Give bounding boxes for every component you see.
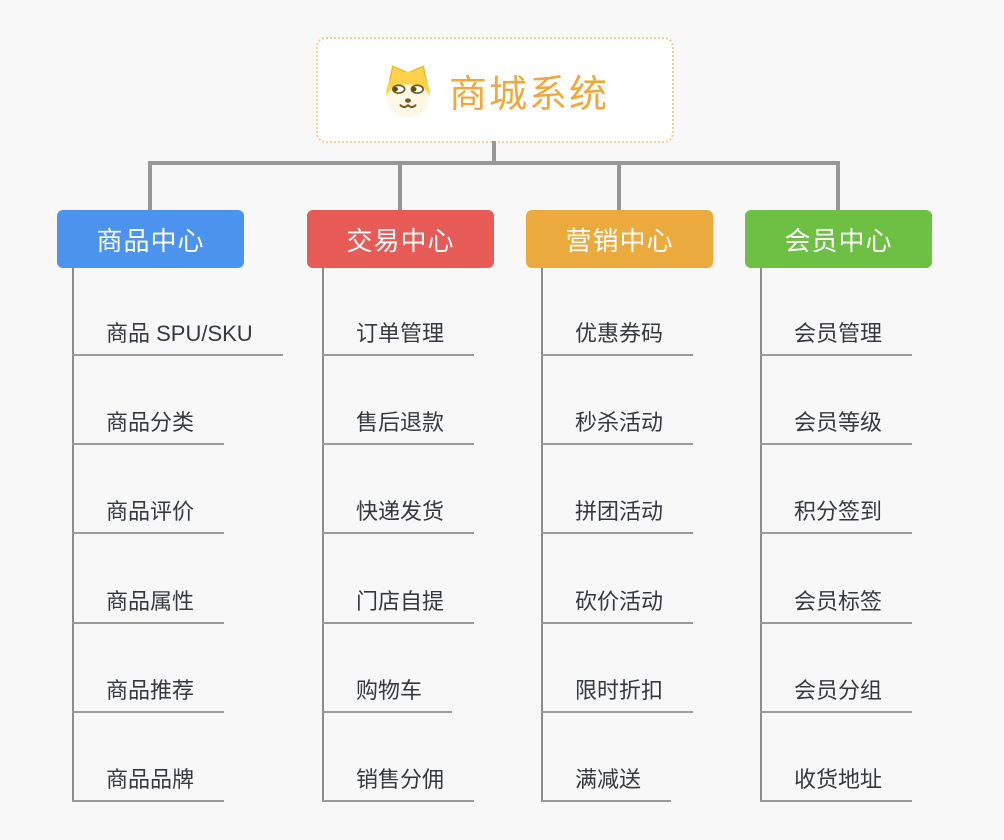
leaf-node[interactable]: 商品品牌: [72, 765, 225, 802]
tree-trunk-line: [72, 268, 74, 802]
branch-node-marketing-center[interactable]: 营销中心: [526, 210, 713, 268]
leaf-node[interactable]: 满减送: [541, 765, 672, 802]
leaf-node[interactable]: 快递发货: [322, 497, 475, 534]
leaf-node[interactable]: 会员标签: [760, 587, 913, 624]
leaf-node[interactable]: 优惠券码: [541, 319, 694, 356]
leaf-node[interactable]: 订单管理: [322, 319, 475, 356]
connector-drop-product: [148, 161, 152, 210]
leaf-node[interactable]: 商品属性: [72, 587, 225, 624]
children-column-marketing: 优惠券码 秒杀活动 拼团活动 砍价活动 限时折扣 满减送: [541, 268, 801, 808]
connector-drop-member: [836, 161, 840, 210]
leaf-node[interactable]: 会员等级: [760, 408, 913, 445]
leaf-node[interactable]: 会员分组: [760, 676, 913, 713]
leaf-node[interactable]: 限时折扣: [541, 676, 694, 713]
leaf-node[interactable]: 门店自提: [322, 587, 475, 624]
connector-drop-marketing: [617, 161, 621, 210]
children-column-trade: 订单管理 售后退款 快递发货 门店自提 购物车 销售分佣: [322, 268, 582, 808]
leaf-node[interactable]: 收货地址: [760, 765, 913, 802]
leaf-node[interactable]: 购物车: [322, 676, 453, 713]
children-column-member: 会员管理 会员等级 积分签到 会员标签 会员分组 收货地址: [760, 268, 1004, 808]
leaf-node[interactable]: 商品分类: [72, 408, 225, 445]
leaf-node[interactable]: 拼团活动: [541, 497, 694, 534]
connector-drop-trade: [398, 161, 402, 210]
tree-trunk-line: [541, 268, 543, 802]
leaf-node[interactable]: 积分签到: [760, 497, 913, 534]
children-column-product: 商品 SPU/SKU 商品分类 商品评价 商品属性 商品推荐 商品品牌: [72, 268, 332, 808]
tree-trunk-line: [760, 268, 762, 802]
leaf-node[interactable]: 商品推荐: [72, 676, 225, 713]
leaf-node[interactable]: 商品评价: [72, 497, 225, 534]
branch-node-trade-center[interactable]: 交易中心: [307, 210, 494, 268]
leaf-node[interactable]: 商品 SPU/SKU: [72, 319, 283, 356]
tree-trunk-line: [322, 268, 324, 802]
leaf-node[interactable]: 砍价活动: [541, 587, 694, 624]
branch-node-product-center[interactable]: 商品中心: [57, 210, 244, 268]
leaf-node[interactable]: 销售分佣: [322, 765, 475, 802]
leaf-node[interactable]: 会员管理: [760, 319, 913, 356]
connector-root-stem: [492, 141, 496, 163]
connector-horizontal-rail: [148, 161, 840, 165]
root-title: 商城系统: [448, 73, 609, 116]
leaf-node[interactable]: 售后退款: [322, 408, 475, 445]
dog-face-icon: [386, 65, 430, 117]
leaf-node[interactable]: 秒杀活动: [541, 408, 694, 445]
branch-node-member-center[interactable]: 会员中心: [745, 210, 932, 268]
root-node-mall-system[interactable]: 商城系统: [316, 37, 674, 143]
